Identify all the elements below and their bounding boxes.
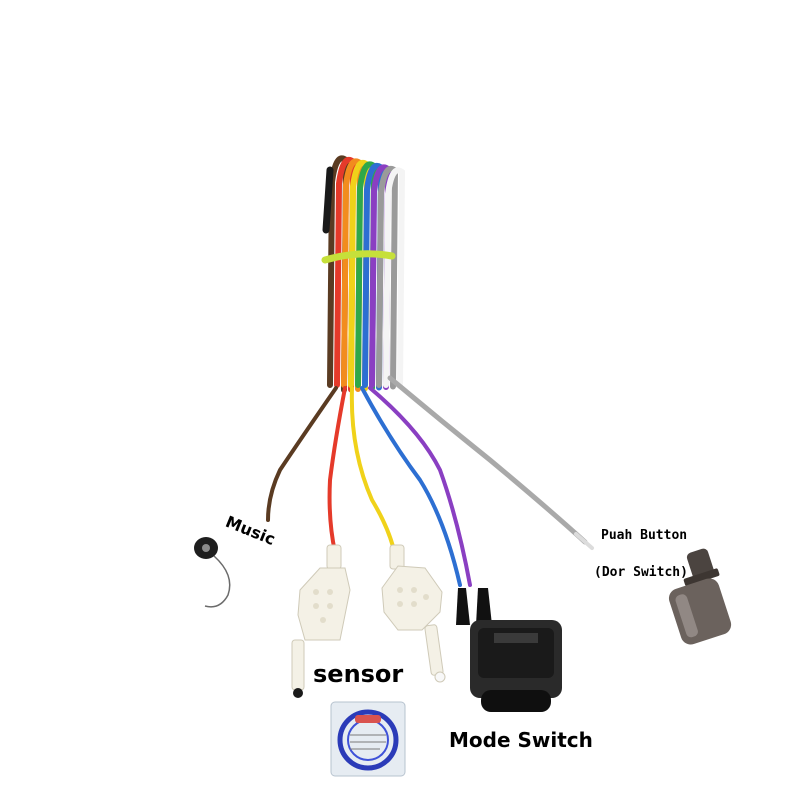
ribbon-wire-9 (383, 167, 406, 389)
wire-brown (266, 386, 338, 522)
door-switch-label: (Dor Switch) (594, 565, 688, 580)
cable-tie (321, 250, 396, 264)
sensor-connector-right (381, 544, 446, 683)
mode-rocker-switch (456, 588, 562, 712)
sensor-connector-left (291, 544, 351, 698)
buzzer-speaker (194, 537, 231, 608)
wire-grey-end (574, 532, 594, 550)
push-button-label: Puah Button (601, 528, 688, 543)
sensor-label: sensor (313, 660, 404, 688)
wire-purple (368, 386, 472, 587)
music-module-package (330, 701, 406, 777)
ribbon-cable-coil (322, 155, 406, 393)
push-button-door-switch (668, 548, 732, 645)
ribbon-cable-fold (322, 166, 334, 234)
wire-grey (387, 375, 588, 545)
wire-blue (360, 386, 462, 587)
wire-red (327, 386, 347, 554)
loose-wires (266, 375, 594, 587)
wire-yellow (349, 386, 397, 557)
mode-switch-label: Mode Switch (449, 728, 593, 752)
